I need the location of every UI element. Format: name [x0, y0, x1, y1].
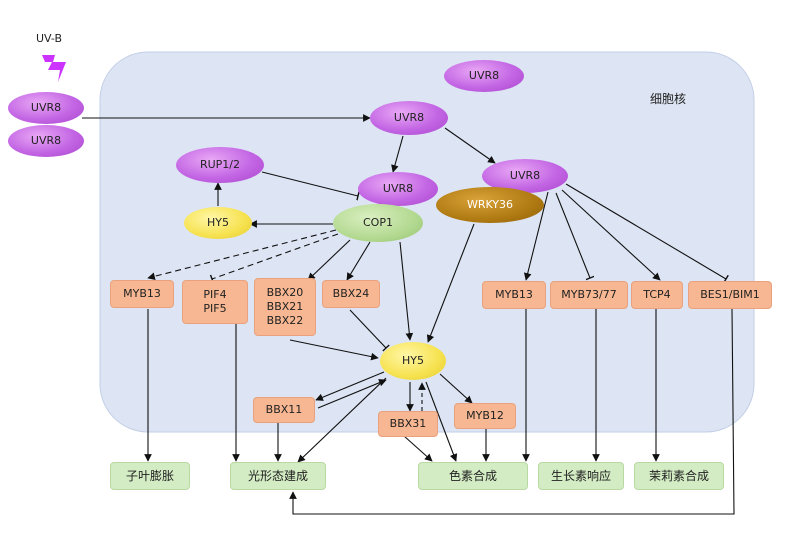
rup-node: RUP1/2	[176, 147, 264, 183]
bes1-box: BES1/BIM1	[688, 281, 772, 309]
bbx20-group-box: BBX20 BBX21 BBX22	[254, 278, 316, 336]
bbx21-label: BBX21	[266, 300, 304, 313]
uvb-label: UV-B	[36, 32, 63, 45]
arrow-bes1-to-photomorph	[289, 308, 735, 515]
arrow-bbx31-to-pigment	[403, 435, 433, 462]
bbx11-box: BBX11	[253, 397, 315, 423]
output-photomorphogenesis: 光形态建成	[230, 462, 326, 490]
cop1-node: COP1	[333, 204, 423, 242]
arrow-uvr8-to-tcp4	[561, 189, 661, 281]
arrow-cop1-to-hy5	[399, 241, 414, 341]
output-jasmonate: 茉莉素合成	[634, 462, 724, 490]
hy5-center: HY5	[380, 342, 446, 380]
uvr8-free: UVR8	[444, 60, 524, 92]
uvr8-monomer: UVR8	[370, 101, 448, 135]
dashed-cop1-to-myb13	[147, 229, 337, 281]
arrow-hy5-to-photomorph	[297, 377, 387, 463]
inhibit-uvr8-myb73	[555, 192, 595, 281]
inhibit-rup-uvr8	[261, 171, 360, 201]
uvr8-dimer-top: UVR8	[8, 92, 84, 124]
output-auxin: 生长素响应	[538, 462, 624, 490]
uvr8-dimer-bottom: UVR8	[8, 125, 84, 157]
myb13-right: MYB13	[482, 281, 546, 309]
arrow-uvr8-to-uvr8right	[444, 127, 496, 164]
bbx20-label: BBX20	[266, 286, 304, 299]
bbx31-box: BBX31	[378, 411, 438, 437]
arrow-uvr8-to-myb13r	[523, 191, 549, 281]
arrow-bbx20-to-hy5	[289, 339, 379, 361]
wrky36-node: WRKY36	[436, 187, 544, 223]
arrow-hy5-to-myb12	[439, 373, 473, 404]
bbx24-box: BBX24	[322, 280, 380, 308]
output-cotyledon: 子叶膨胀	[110, 462, 190, 490]
arrow-hy5-to-pigment	[425, 381, 458, 462]
pif4-label: PIF4	[203, 288, 227, 301]
pif5-label: PIF5	[203, 302, 227, 315]
bbx22-label: BBX22	[266, 314, 304, 327]
arrow-wrky36-to-hy5	[426, 223, 475, 343]
nucleus-label: 细胞核	[650, 92, 687, 106]
inhibit-bbx24-hy5	[349, 309, 390, 352]
arrow-cop1-to-bbx24	[346, 241, 371, 281]
tcp4-box: TCP4	[631, 281, 683, 309]
hy5-left: HY5	[184, 207, 252, 239]
inhibit-uvr8-bes1	[565, 183, 729, 284]
uvr8-cop1-bound: UVR8	[358, 172, 438, 206]
myb12-box: MYB12	[454, 403, 516, 429]
dashed-cop1-inhibit-pif	[209, 233, 339, 284]
arrow-uvr8-to-uvr8cop	[391, 135, 404, 173]
lightning-icon	[42, 55, 66, 82]
arrow-bbx11-to-hy5	[317, 379, 387, 409]
myb73-box: MYB73/77	[550, 281, 628, 309]
myb13-left: MYB13	[110, 280, 174, 308]
pif-box: PIF4 PIF5	[182, 280, 248, 324]
arrow-hy5-to-bbx11	[315, 371, 385, 401]
arrow-cop1-to-bbx20	[307, 239, 351, 281]
output-pigment: 色素合成	[418, 462, 528, 490]
